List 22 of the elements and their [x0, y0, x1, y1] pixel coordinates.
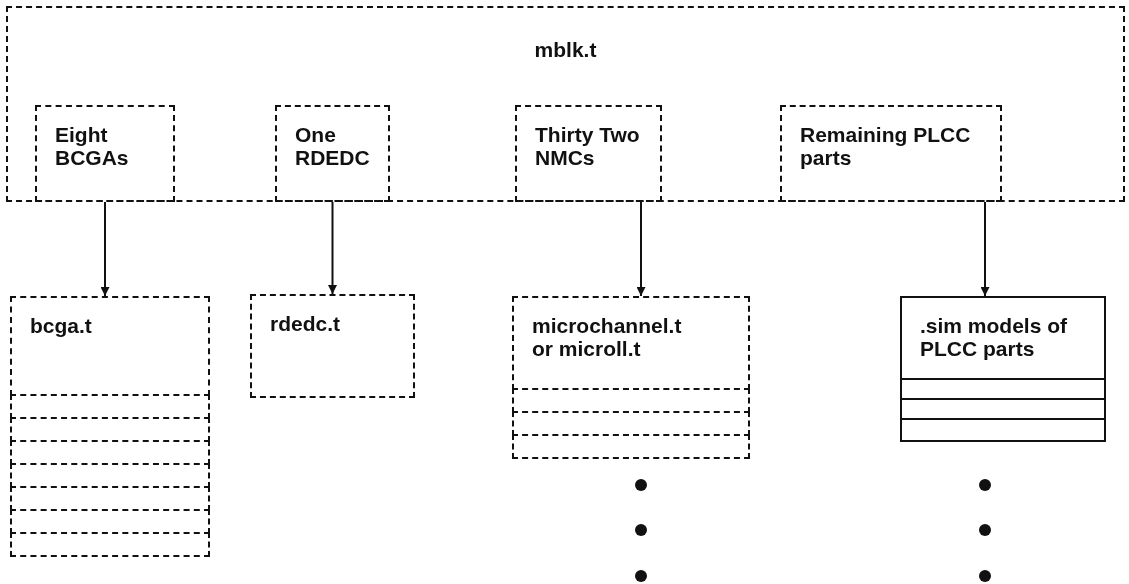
- box-label: Thirty Two NMCs: [535, 123, 641, 169]
- box-label: bcga.t: [30, 314, 93, 337]
- outer-block-box: [6, 6, 1125, 202]
- box-label: Remaining PLCC parts: [800, 123, 972, 169]
- file-box: [900, 296, 1106, 380]
- file-box: [275, 105, 390, 202]
- file-box: [10, 296, 210, 396]
- arrow: [636, 201, 646, 297]
- file-box: [780, 105, 1002, 202]
- box-label: mblk.t: [533, 38, 598, 61]
- file-box: [512, 296, 750, 390]
- arrow: [980, 201, 990, 297]
- file-box: [515, 105, 662, 202]
- file-box: [35, 105, 175, 202]
- file-box: [250, 294, 415, 398]
- box-label: rdedc.t: [270, 312, 341, 335]
- arrow: [328, 201, 337, 295]
- box-label: Eight BCGAs: [55, 123, 130, 169]
- arrow: [100, 201, 110, 297]
- box-label: .sim models of PLCC parts: [920, 314, 1069, 360]
- box-label: microchannel.t or microll.t: [532, 314, 683, 360]
- box-label: One RDEDC: [295, 123, 371, 169]
